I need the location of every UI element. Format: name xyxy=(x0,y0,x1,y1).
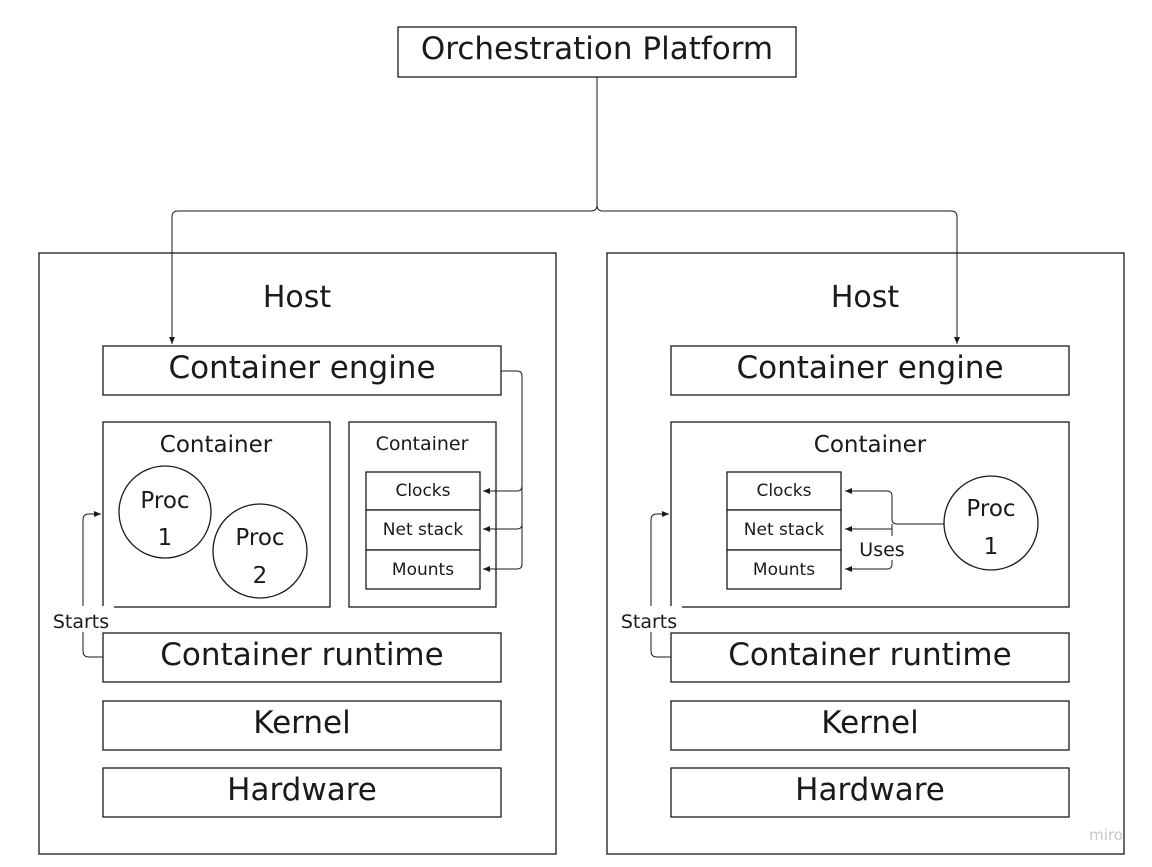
orchestration-platform-node[interactable]: Orchestration Platform xyxy=(397,26,797,78)
host-1-kernel[interactable]: Kernel xyxy=(102,700,502,751)
host-2-namespace-mounts-label: Mounts xyxy=(753,560,815,580)
host-1-hardware[interactable]: Hardware xyxy=(102,767,502,818)
orchestration-platform-label: Orchestration Platform xyxy=(421,31,773,67)
host-1-container-b-title: Container xyxy=(376,433,469,455)
host-1-namespace-mounts[interactable]: Mounts xyxy=(365,549,481,590)
host-1-runtime-label: Container runtime xyxy=(160,637,443,673)
host-1-proc-1-number: 1 xyxy=(158,525,173,551)
host-2-namespace-clocks-label: Clocks xyxy=(756,481,811,501)
host-2-namespace-mounts[interactable]: Mounts xyxy=(726,549,842,590)
host-2-kernel[interactable]: Kernel xyxy=(670,700,1070,751)
host-1-engine-label: Container engine xyxy=(168,350,435,386)
connector-engine-to-mounts xyxy=(483,524,523,572)
host-2-runtime-label: Container runtime xyxy=(728,637,1011,673)
host-1-namespace-net-stack[interactable]: Net stack xyxy=(365,509,481,551)
host-1-title: Host xyxy=(263,280,332,315)
host-2-kernel-label: Kernel xyxy=(821,705,918,741)
connector-proc-to-mounts xyxy=(845,524,893,572)
host-2-uses-label: Uses xyxy=(859,539,904,561)
host-1-namespace-net-stack-label: Net stack xyxy=(383,520,464,540)
host-2-hardware-label: Hardware xyxy=(795,772,945,808)
host-2-proc-1-number: 1 xyxy=(984,534,999,560)
host-1-kernel-label: Kernel xyxy=(253,705,350,741)
connector-to-host1-engine xyxy=(169,77,598,344)
host-1-hardware-label: Hardware xyxy=(227,772,377,808)
host-2: Host Container engine Container Clocks N… xyxy=(606,252,1125,855)
host-1-proc-2[interactable]: Proc 2 xyxy=(212,503,308,599)
host-1-namespace-clocks-label: Clocks xyxy=(395,481,450,501)
host-1-namespace-clocks[interactable]: Clocks xyxy=(365,471,481,511)
host-1-starts-connector xyxy=(82,511,103,658)
host-2-proc-1-label: Proc xyxy=(966,496,1015,522)
host-2-container-runtime[interactable]: Container runtime xyxy=(670,632,1070,683)
host-2-namespace-net-stack[interactable]: Net stack xyxy=(726,509,842,551)
host-2-namespace-net-stack-label: Net stack xyxy=(744,520,825,540)
connector-to-host2-engine xyxy=(596,204,960,344)
host-2-uses-label-bg xyxy=(855,536,909,560)
connector-engine-to-clocks xyxy=(483,370,523,494)
host-1-proc-2-number: 2 xyxy=(253,563,268,589)
host-1-container-runtime[interactable]: Container runtime xyxy=(102,632,502,683)
host-2-container-engine[interactable]: Container engine xyxy=(670,345,1070,396)
host-1-starts-label: Starts xyxy=(53,611,109,633)
host-1-proc-2-label: Proc xyxy=(235,525,284,551)
host-2-container-title: Container xyxy=(814,432,927,458)
host-1-container-engine[interactable]: Container engine xyxy=(102,345,502,396)
miro-watermark: miro xyxy=(1089,826,1123,844)
host-1-proc-1-label: Proc xyxy=(140,488,189,514)
host-1: Host Container engine Container Proc 1 P… xyxy=(38,252,557,855)
host-1-container-a-title: Container xyxy=(160,432,273,458)
host-2-hardware[interactable]: Hardware xyxy=(670,767,1070,818)
host-1-frame xyxy=(38,252,557,855)
connector-proc-to-clocks xyxy=(845,488,945,525)
host-2-container[interactable]: Container Clocks Net stack Mounts Uses xyxy=(670,421,1070,608)
host-2-engine-label: Container engine xyxy=(736,350,1003,386)
host-2-frame xyxy=(606,252,1125,855)
host-1-namespace-mounts-label: Mounts xyxy=(392,560,454,580)
host-2-starts-label: Starts xyxy=(621,611,677,633)
host-2-proc-1[interactable]: Proc 1 xyxy=(943,475,1039,571)
host-1-starts-label-bg xyxy=(48,606,114,632)
host-1-container-b[interactable]: Container Clocks Net stack Mounts xyxy=(348,421,497,608)
host-2-uses-connectors xyxy=(845,488,945,572)
host-2-starts-label-bg xyxy=(616,606,682,632)
host-1-container-a[interactable]: Container Proc 1 Proc 2 xyxy=(102,421,331,608)
orchestrator-connectors xyxy=(169,77,960,344)
host-1-proc-1[interactable]: Proc 1 xyxy=(118,465,212,559)
host-2-namespace-clocks[interactable]: Clocks xyxy=(726,471,842,511)
host-2-title: Host xyxy=(831,280,900,315)
host-2-starts-connector xyxy=(650,511,671,658)
host-1-engine-namespace-connectors xyxy=(483,370,523,572)
